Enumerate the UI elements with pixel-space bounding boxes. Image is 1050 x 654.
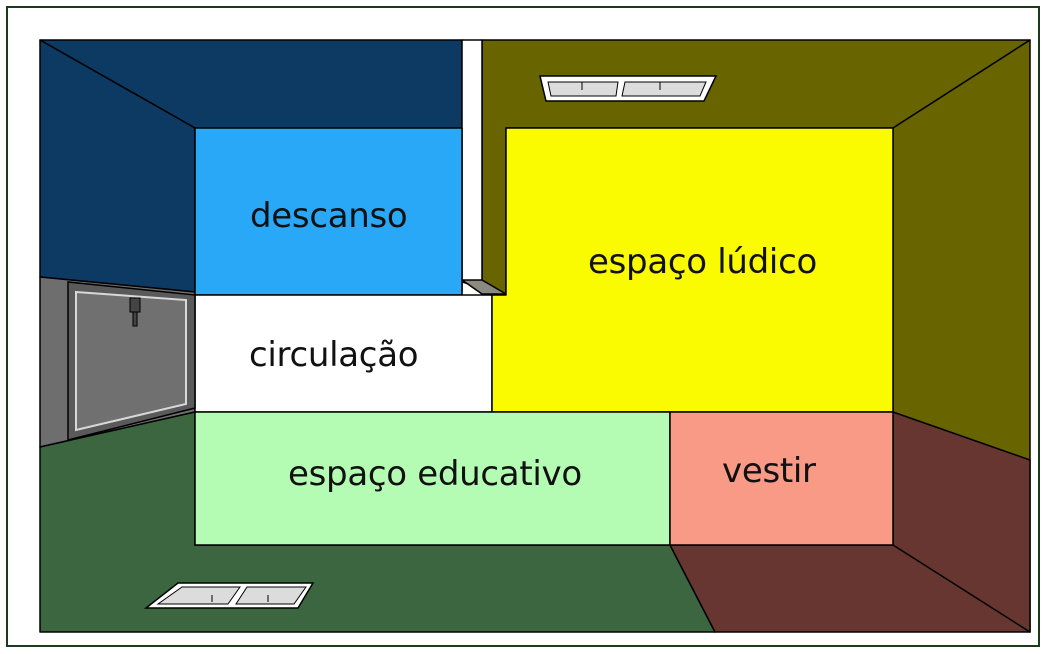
label-vestir: vestir [722,451,816,491]
label-espaco-educativo: espaço educativo [288,454,582,494]
zone-circulacao [194,294,493,413]
zone-espaco-educativo [194,411,671,546]
zone-vestir [669,411,894,546]
zone-descanso [194,127,463,296]
ceiling-light-icon [539,75,718,102]
label-espaco-ludico: espaço lúdico [588,242,817,282]
label-descanso: descanso [250,196,407,236]
label-circulacao: circulação [249,335,418,375]
floor-light-icon [143,582,315,609]
window-icon [67,281,196,441]
